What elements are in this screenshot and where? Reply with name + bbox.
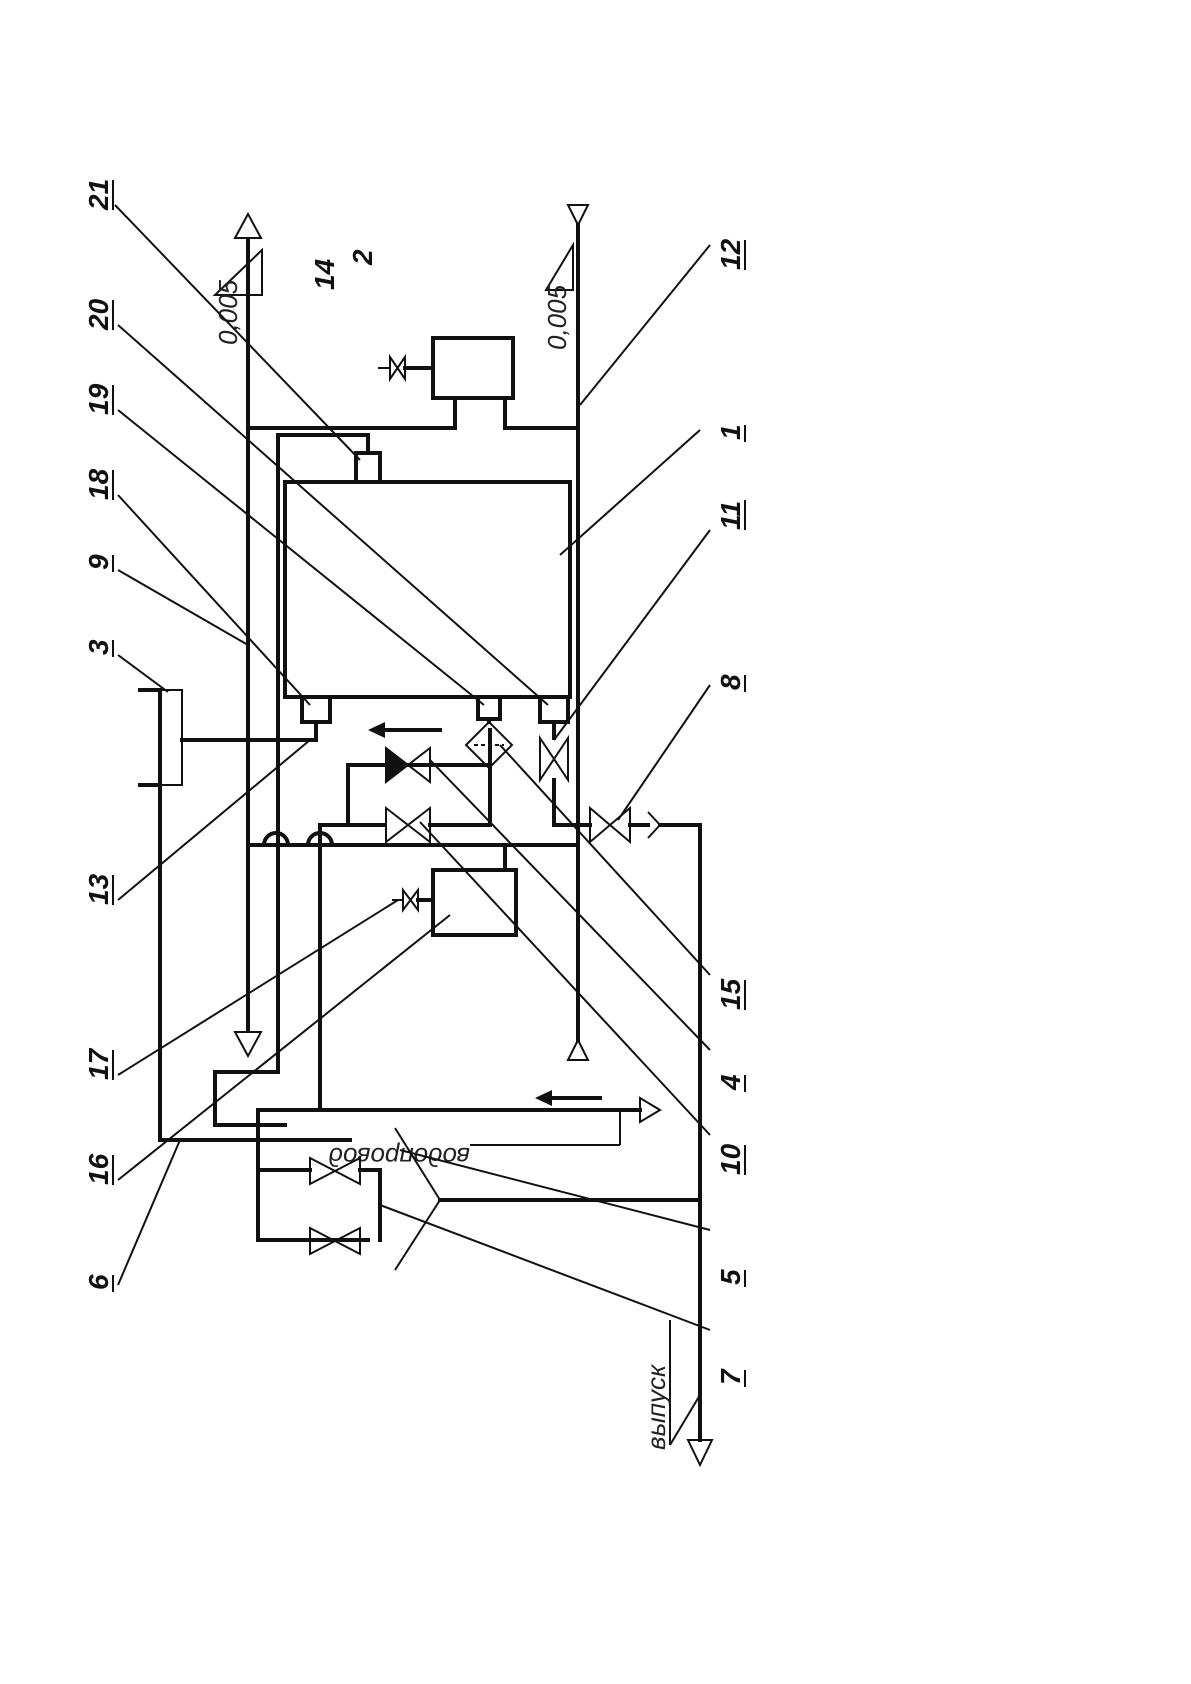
valve-11-icon <box>539 734 569 784</box>
label-18: 18 <box>83 468 114 500</box>
slope-indicator-lower: 0,005 <box>542 241 574 350</box>
circulation-branch <box>246 722 580 847</box>
label-10: 10 <box>715 1143 746 1175</box>
valve-upper-block-icon <box>309 1156 361 1186</box>
label-5: 5 <box>715 1269 746 1285</box>
water-flow-arrow-icon <box>535 1090 552 1106</box>
label-9: 9 <box>83 554 114 570</box>
label-21: 21 <box>83 179 114 211</box>
leader-lines <box>114 204 711 1331</box>
label-13: 13 <box>83 873 114 905</box>
label-17: 17 <box>83 1047 114 1080</box>
label-16: 16 <box>83 1153 114 1185</box>
label-19: 19 <box>83 383 114 415</box>
main-tank <box>283 480 572 699</box>
vessel-3 <box>138 688 352 1142</box>
upper-main-pipe <box>233 211 263 1059</box>
lower-pipe-arrow-bottom-icon <box>566 1037 590 1061</box>
lower-main-pipe <box>566 204 590 1061</box>
valve-8-icon <box>589 805 631 845</box>
slope-lower-text: 0,005 <box>542 284 572 350</box>
label-3: 3 <box>83 639 114 655</box>
expansion-tank-2 <box>246 336 580 430</box>
valve-lower-block-icon <box>309 1226 361 1256</box>
nozzle-19 <box>476 695 502 721</box>
flow-arrow-icon <box>368 722 385 738</box>
valve-14-icon <box>389 353 406 383</box>
label-1: 1 <box>715 424 746 440</box>
label-15: 15 <box>715 978 746 1010</box>
label-11: 11 <box>715 501 746 530</box>
parallel-valve-block <box>256 1127 702 1271</box>
label-2: 2 <box>347 249 378 266</box>
label-7: 7 <box>715 1368 746 1385</box>
valve-10-icon <box>385 805 431 845</box>
riser-from-nozzle-21 <box>213 433 370 1127</box>
outlet: выпуск <box>641 1198 714 1468</box>
label-12: 12 <box>715 238 746 270</box>
filter-15 <box>464 717 514 770</box>
water-supply-text: водопровод <box>329 1142 470 1172</box>
labels-left: 21 20 19 18 9 3 13 17 16 6 <box>83 179 114 1290</box>
upper-pipe-arrow-bottom-icon <box>233 1031 263 1059</box>
label-6: 6 <box>83 1274 114 1290</box>
drain-branch <box>539 720 702 1437</box>
label-underlines <box>112 180 746 1387</box>
outlet-text: выпуск <box>641 1363 671 1450</box>
valve-17-icon <box>402 887 419 913</box>
label-14: 14 <box>309 258 340 290</box>
label-8: 8 <box>715 674 746 690</box>
label-4: 4 <box>715 1074 746 1091</box>
slope-indicator-upper: 0,005 <box>212 247 263 345</box>
water-supply-arrow-icon <box>639 1096 662 1124</box>
nozzle-21 <box>354 451 382 484</box>
upper-pipe-arrow-top-icon <box>233 211 263 239</box>
outlet-arrow-icon <box>686 1439 714 1468</box>
apparatus-16 <box>392 843 518 937</box>
water-supply-line: водопровод <box>256 843 662 1242</box>
labels-right: 2 14 12 1 11 8 15 4 10 5 7 <box>309 238 746 1385</box>
label-20: 20 <box>83 298 114 331</box>
lower-pipe-arrow-top-icon <box>566 204 590 228</box>
